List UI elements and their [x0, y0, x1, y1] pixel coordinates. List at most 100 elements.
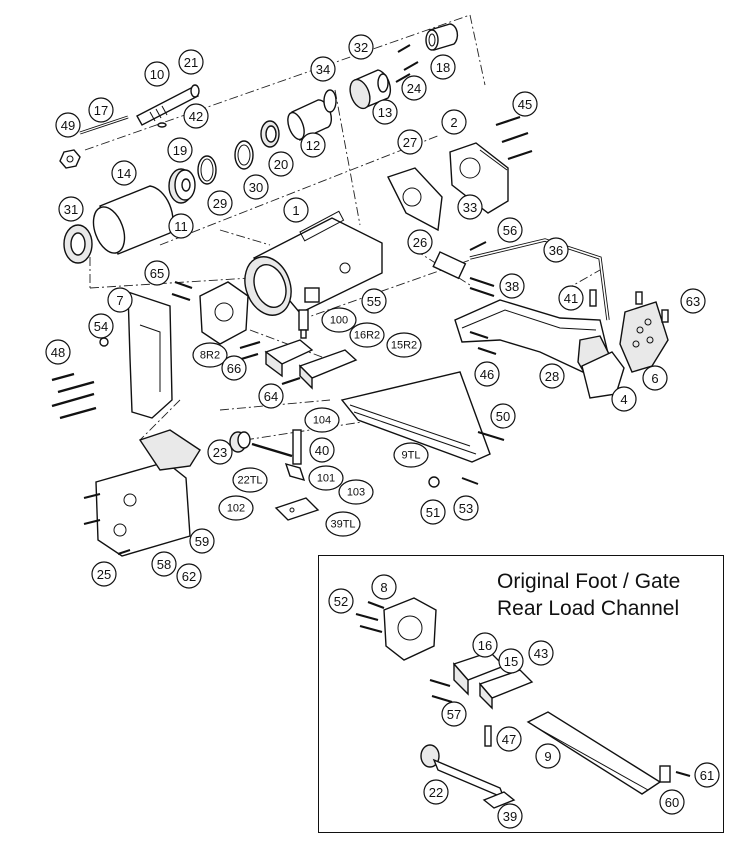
callout-number: 63: [686, 294, 700, 309]
callout-c8: 8: [371, 574, 397, 600]
callout-number: 12: [306, 138, 320, 153]
callout-number: 14: [117, 166, 131, 181]
part-55-fitting: [304, 287, 320, 303]
callout-circle: [490, 403, 516, 429]
callout-circle: [218, 495, 254, 521]
callout-c10: 10: [144, 61, 170, 87]
callout-circle: [453, 495, 479, 521]
callout-circle: [309, 437, 335, 463]
callout-circle: [397, 129, 423, 155]
callout-number: 16: [478, 638, 492, 653]
callout-c34: 34: [310, 56, 336, 82]
callout-circle: [528, 640, 554, 666]
part-53-pin: [461, 477, 479, 485]
callout-circle: [300, 132, 326, 158]
callout-c47: 47: [496, 726, 522, 752]
part-59-base-plate: [95, 429, 201, 557]
callout-number: 9: [544, 749, 551, 764]
part-14-sleeve: [92, 185, 174, 255]
callout-number: 15R2: [391, 340, 417, 352]
inset-frame: [318, 555, 724, 833]
callout-circle: [498, 648, 524, 674]
part-49-nut: [59, 149, 81, 169]
callout-circle: [361, 288, 387, 314]
callout-number: 48: [51, 345, 65, 360]
part-15r2-block: [298, 349, 358, 390]
callout-circle: [420, 499, 446, 525]
callout-number: 15: [504, 654, 518, 669]
callout-circle: [55, 112, 81, 138]
callout-number: 60: [665, 795, 679, 810]
callout-number: 8: [380, 580, 387, 595]
callout-number: 8R2: [200, 350, 220, 362]
callout-circle: [497, 217, 523, 243]
callout-c62: 62: [176, 563, 202, 589]
callout-circle: [111, 160, 137, 186]
callout-number: 61: [700, 768, 714, 783]
callout-c38: 38: [499, 273, 525, 299]
callout-number: 17: [94, 103, 108, 118]
part-1-motor-housing: [244, 210, 383, 316]
callout-number: 20: [274, 157, 288, 172]
callout-circle: [167, 137, 193, 163]
callout-circle: [192, 342, 228, 368]
callout-number: 52: [334, 594, 348, 609]
callout-c103: 103: [338, 479, 374, 505]
callout-number: 45: [518, 97, 532, 112]
callout-circle: [88, 97, 114, 123]
part-17-rod: [79, 115, 129, 135]
callout-number: 104: [313, 415, 331, 427]
callout-number: 56: [503, 223, 517, 238]
callout-number: 30: [249, 180, 263, 195]
callout-circle: [496, 726, 522, 752]
part-26-switch-block: [432, 251, 467, 280]
callout-number: 100: [330, 315, 348, 327]
callout-number: 10: [150, 67, 164, 82]
inset-part-22-arm: [420, 744, 506, 800]
callout-number: 2: [450, 115, 457, 130]
callout-number: 43: [534, 646, 548, 661]
callout-circle: [189, 528, 215, 554]
part-34-clip: [323, 89, 337, 113]
callout-circle: [221, 355, 247, 381]
callout-circle: [430, 54, 456, 80]
callout-number: 54: [94, 319, 108, 334]
callout-number: 36: [549, 243, 563, 258]
callout-circle: [151, 551, 177, 577]
callout-c2: 2: [441, 109, 467, 135]
part-65-screws: [171, 280, 193, 302]
callout-c22: 22: [423, 779, 449, 805]
callout-c15r2: 15R2: [386, 332, 422, 358]
part-18-bushing: [425, 23, 459, 51]
callout-c54: 54: [88, 313, 114, 339]
callout-c1: 1: [283, 197, 309, 223]
callout-c63: 63: [680, 288, 706, 314]
callout-c29: 29: [207, 190, 233, 216]
callout-number: 39: [503, 809, 517, 824]
callout-circle: [321, 307, 357, 333]
callout-circle: [207, 190, 233, 216]
callout-c6: 6: [642, 365, 668, 391]
part-54-nut: [99, 337, 109, 347]
callout-number: 6: [651, 371, 658, 386]
callout-c24: 24: [401, 75, 427, 101]
callout-circle: [328, 588, 354, 614]
part-2-end-cap: [449, 142, 509, 214]
callout-circle: [441, 701, 467, 727]
callout-circle: [304, 407, 340, 433]
callout-c59: 59: [189, 528, 215, 554]
callout-number: 19: [173, 143, 187, 158]
part-51-nut: [428, 476, 440, 488]
callout-labels: 1021424917191411293020123432132418245273…: [45, 34, 720, 829]
inset-part-39-plate: [482, 791, 516, 809]
callout-circle: [107, 287, 133, 313]
callout-circle: [310, 56, 336, 82]
callout-number: 65: [150, 266, 164, 281]
callout-circle: [183, 103, 209, 129]
callout-number: 29: [213, 196, 227, 211]
callout-number: 7: [116, 293, 123, 308]
callout-circle: [472, 632, 498, 658]
callout-circle: [348, 34, 374, 60]
callout-number: 21: [184, 55, 198, 70]
callout-c40: 40: [309, 437, 335, 463]
